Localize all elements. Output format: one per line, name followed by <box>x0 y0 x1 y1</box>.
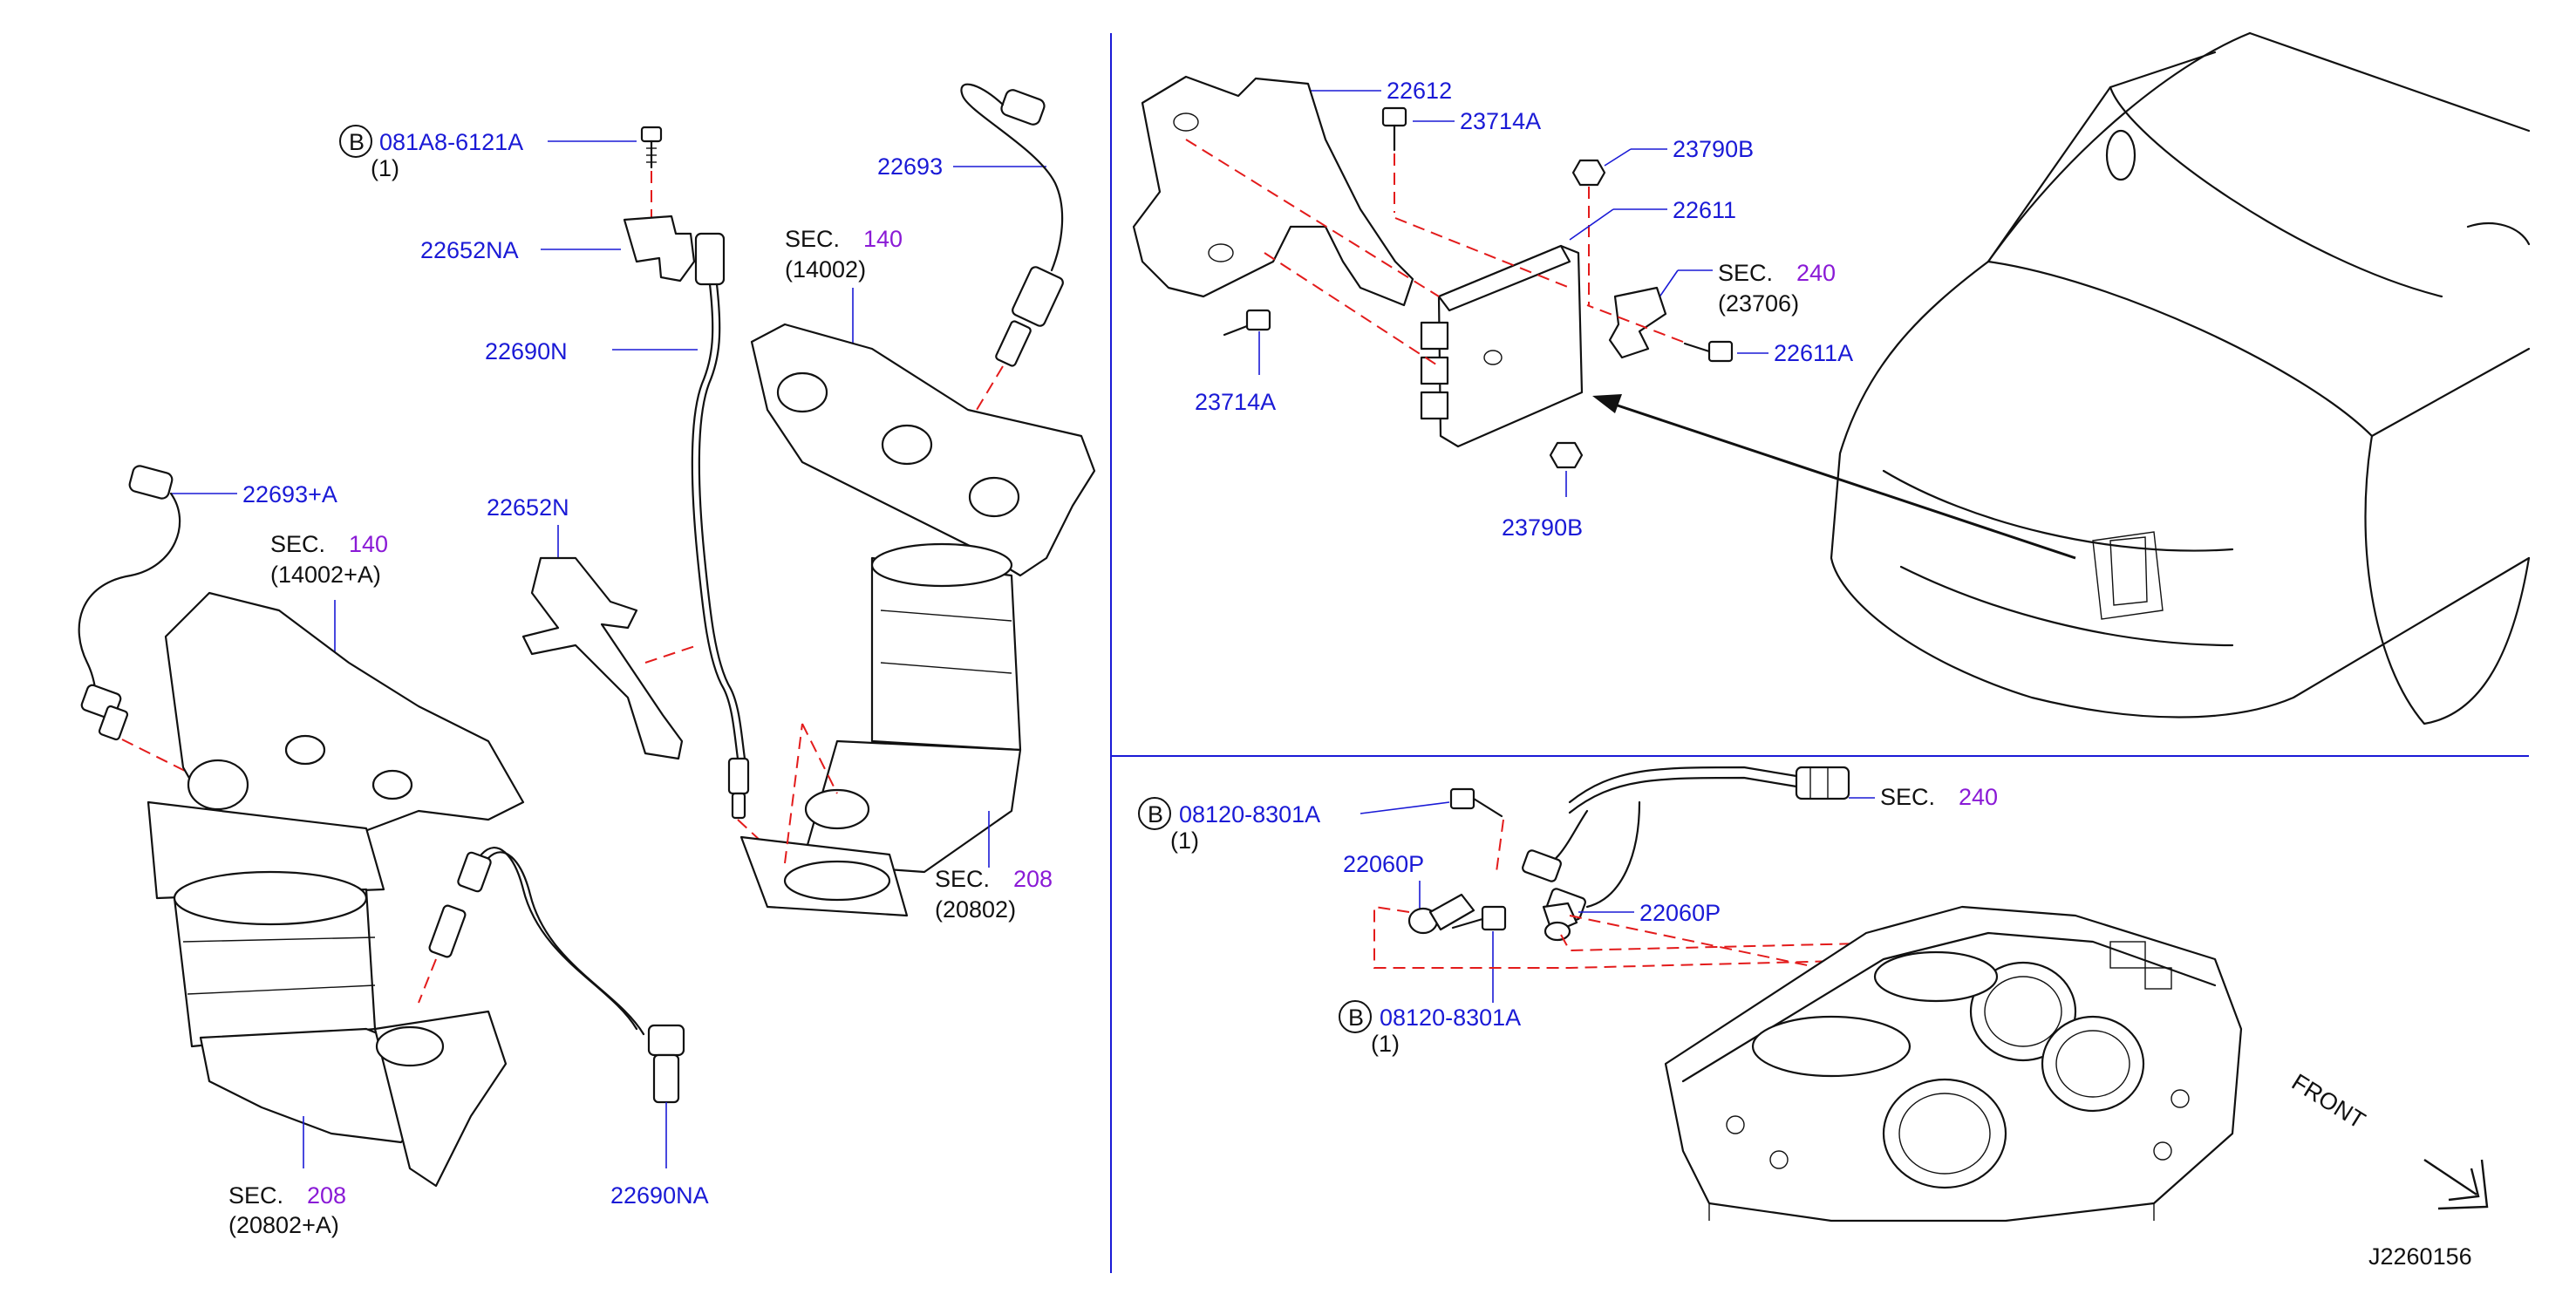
label-sec-208-sub: (20802) <box>935 896 1016 923</box>
label-sec-240-sub: (23706) <box>1718 290 1799 317</box>
label-08120-8301a-top[interactable]: 08120-8301A <box>1179 801 1320 827</box>
b-symbol-bottom: B <box>1348 1005 1364 1031</box>
location-arrow <box>1604 399 2076 560</box>
manifold-right-part <box>739 323 1096 917</box>
label-sec-140a: SEC. <box>270 531 325 557</box>
label-sec-240b: SEC. <box>1880 784 1935 810</box>
left-panel: B 081A8-6121A (1) 22652NA 22690N 22693 <box>78 83 1096 1238</box>
label-22693a[interactable]: 22693+A <box>242 481 337 507</box>
label-081a8-6121a[interactable]: 081A8-6121A <box>379 129 523 155</box>
knock-sensor-left-part <box>1407 893 1475 935</box>
label-23790b-top[interactable]: 23790B <box>1673 136 1754 162</box>
b-symbol-top-circle <box>1138 797 1171 830</box>
label-23714a-bottom[interactable]: 23714A <box>1195 389 1276 415</box>
label-sec-140-num[interactable]: 140 <box>863 226 903 252</box>
label-22060p-left[interactable]: 22060P <box>1343 851 1424 877</box>
label-22612[interactable]: 22612 <box>1387 78 1452 104</box>
sensor-22690n-part <box>691 232 750 820</box>
label-23790b-bottom[interactable]: 23790B <box>1502 514 1583 541</box>
sensor-22693a-part <box>78 465 181 741</box>
bolt-22611a-part <box>1683 340 1734 363</box>
bolt-08120-top-part <box>1449 787 1503 818</box>
sensor-22690na-part <box>428 847 685 1104</box>
label-sec-208a-num[interactable]: 208 <box>307 1182 346 1209</box>
b-symbol: B <box>349 129 365 155</box>
bracket-22652na-part <box>623 215 696 283</box>
label-23714a-top[interactable]: 23714A <box>1460 108 1541 134</box>
label-22693[interactable]: 22693 <box>877 153 943 180</box>
label-sec-208a-sub: (20802+A) <box>228 1212 339 1238</box>
diagram-id: J2260156 <box>2368 1243 2472 1270</box>
manifold-left-part <box>147 591 525 1188</box>
label-081a8-qty: (1) <box>371 155 399 181</box>
engine-block-part <box>1664 905 2243 1222</box>
knock-sensor-harness-part <box>1522 766 1850 921</box>
label-22652na[interactable]: 22652NA <box>420 237 519 263</box>
ecm-22611-part <box>1420 244 1584 448</box>
label-22611a[interactable]: 22611A <box>1774 340 1853 366</box>
location-arrowhead <box>1592 394 1622 413</box>
label-sec-208a: SEC. <box>228 1182 283 1209</box>
nut-23790b-bottom-part <box>1549 441 1584 469</box>
label-sec-140a-sub: (14002+A) <box>270 562 381 588</box>
front-label: FRONT <box>2287 1069 2370 1134</box>
label-08120-bottom-qty: (1) <box>1371 1031 1400 1057</box>
label-22652n[interactable]: 22652N <box>487 494 569 521</box>
bolt-23714a-top-part <box>1381 106 1407 152</box>
label-22690n[interactable]: 22690N <box>485 338 568 364</box>
nut-23790b-top-part <box>1571 159 1606 187</box>
label-22611[interactable]: 22611 <box>1673 197 1736 223</box>
bolt-081a8-part <box>640 126 663 169</box>
label-sec-208: SEC. <box>935 866 990 892</box>
b-symbol-bottom-circle <box>1339 1000 1372 1033</box>
bracket-22652n-part <box>521 556 684 760</box>
top-right-panel: 22612 23714A 23790B 22611 <box>1132 31 2531 725</box>
knock-sensor-right-part <box>1542 902 1578 942</box>
label-08120-top-qty: (1) <box>1170 827 1199 854</box>
label-22690na[interactable]: 22690NA <box>610 1182 709 1209</box>
front-arrow-icon <box>2423 1159 2489 1210</box>
bracket-23706-part <box>1608 286 1667 359</box>
bolt-08120-bottom-part <box>1451 905 1507 931</box>
label-sec-140-sub: (14002) <box>785 256 866 283</box>
label-sec-240: SEC. <box>1718 260 1773 286</box>
bottom-right-panel: B 08120-8301A (1) SEC. 240 22060P <box>1138 766 2489 1270</box>
label-sec-240-num[interactable]: 240 <box>1796 260 1836 286</box>
label-sec-208-num[interactable]: 208 <box>1013 866 1053 892</box>
bracket-22612-part <box>1132 75 1414 307</box>
car-outline <box>1830 31 2531 725</box>
sensor-22693-part <box>960 83 1064 367</box>
label-sec-140: SEC. <box>785 226 840 252</box>
bolt-23714a-bottom-part <box>1223 309 1271 337</box>
label-08120-8301a-bottom[interactable]: 08120-8301A <box>1380 1005 1521 1031</box>
b-symbol-top: B <box>1148 801 1163 827</box>
b-symbol-circle <box>339 125 372 158</box>
label-22060p-right[interactable]: 22060P <box>1639 900 1721 926</box>
label-sec-240b-num[interactable]: 240 <box>1959 784 1998 810</box>
label-sec-140a-num[interactable]: 140 <box>349 531 388 557</box>
